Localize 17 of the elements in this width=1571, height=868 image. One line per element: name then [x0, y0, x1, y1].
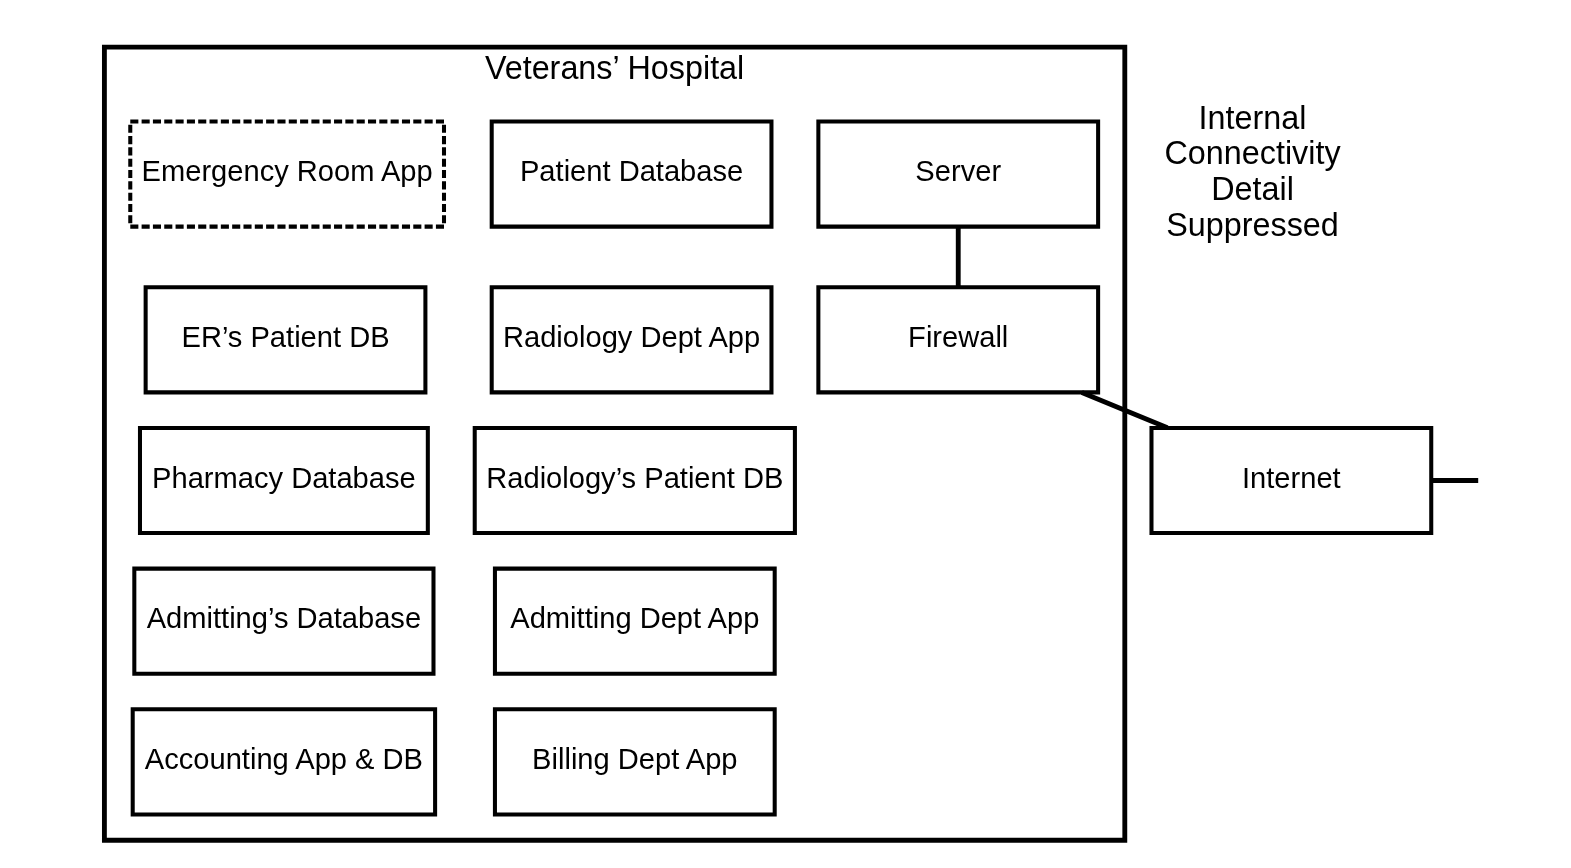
label: Internal Connectivity Detail Suppressed — [1164, 99, 1341, 243]
node-box: Radiology’s Patient DB — [472, 425, 797, 536]
node-box: Internet — [1149, 425, 1434, 536]
node-box: Admitting Dept App — [492, 566, 777, 676]
node-box: Pharmacy Database — [137, 425, 430, 536]
connector — [1080, 390, 1169, 430]
node-box: Server — [816, 119, 1101, 229]
node-box: Patient Database — [489, 119, 774, 229]
node-box: Firewall — [816, 285, 1101, 395]
node-box: Billing Dept App — [492, 707, 777, 817]
node-box: Admitting’s Database — [132, 566, 436, 676]
connector — [955, 226, 961, 287]
node-box: Emergency Room App — [128, 119, 446, 229]
node-box: ER’s Patient DB — [143, 285, 428, 395]
connector — [1431, 478, 1479, 483]
node-box: Accounting App & DB — [130, 707, 438, 817]
node-box: Radiology Dept App — [489, 285, 774, 395]
